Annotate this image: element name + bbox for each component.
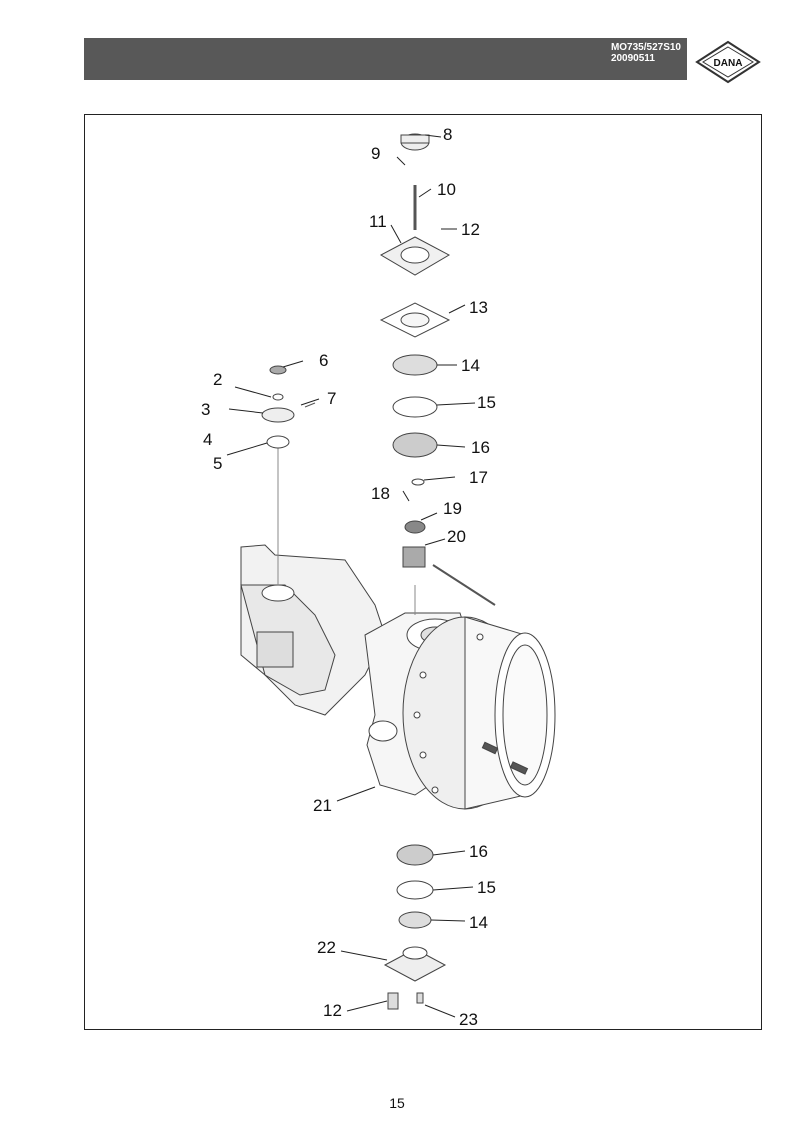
callout-7: 7 bbox=[327, 389, 336, 408]
callout-23: 23 bbox=[459, 1010, 478, 1029]
callout-15-bottom: 15 bbox=[477, 878, 496, 897]
figure-frame: 8 9 10 11 12 13 6 14 2 7 3 15 4 16 5 17 … bbox=[84, 114, 762, 1030]
callout-12-top: 12 bbox=[461, 220, 480, 239]
callout-17: 17 bbox=[469, 468, 488, 487]
callout-22: 22 bbox=[317, 938, 336, 957]
callout-13: 13 bbox=[469, 298, 488, 317]
logo-text: DANA bbox=[714, 58, 743, 69]
document-code: MO735/527S10 20090511 bbox=[611, 42, 681, 64]
callout-19: 19 bbox=[443, 499, 462, 518]
callout-4: 4 bbox=[203, 430, 212, 449]
callout-16-top: 16 bbox=[471, 438, 490, 457]
callout-11: 11 bbox=[369, 212, 387, 231]
doc-date-text: 20090511 bbox=[610, 53, 655, 64]
callout-8: 8 bbox=[443, 125, 452, 144]
callout-15-top: 15 bbox=[477, 393, 496, 412]
doc-code-text: MO735/527S10 bbox=[610, 42, 681, 53]
callout-6: 6 bbox=[319, 351, 328, 370]
header-bar: MO735/527S10 20090511 bbox=[84, 38, 687, 80]
callout-14-top: 14 bbox=[461, 356, 480, 375]
callout-2: 2 bbox=[213, 370, 222, 389]
page-number: 15 bbox=[389, 1095, 405, 1111]
callout-21: 21 bbox=[313, 796, 332, 815]
callout-20: 20 bbox=[447, 527, 466, 546]
callout-14-bottom: 14 bbox=[469, 913, 488, 932]
dana-logo: DANA bbox=[695, 40, 761, 84]
callout-labels: 8 9 10 11 12 13 6 14 2 7 3 15 4 16 5 17 … bbox=[201, 125, 496, 1029]
callout-18: 18 bbox=[371, 484, 390, 503]
callout-12-bottom: 12 bbox=[323, 1001, 342, 1020]
exploded-view-diagram: 8 9 10 11 12 13 6 14 2 7 3 15 4 16 5 17 … bbox=[201, 125, 556, 1029]
callout-5: 5 bbox=[213, 454, 222, 473]
callout-10: 10 bbox=[437, 180, 456, 199]
callout-16-bottom: 16 bbox=[469, 842, 488, 861]
callout-9: 9 bbox=[371, 144, 380, 163]
callout-3: 3 bbox=[201, 400, 210, 419]
